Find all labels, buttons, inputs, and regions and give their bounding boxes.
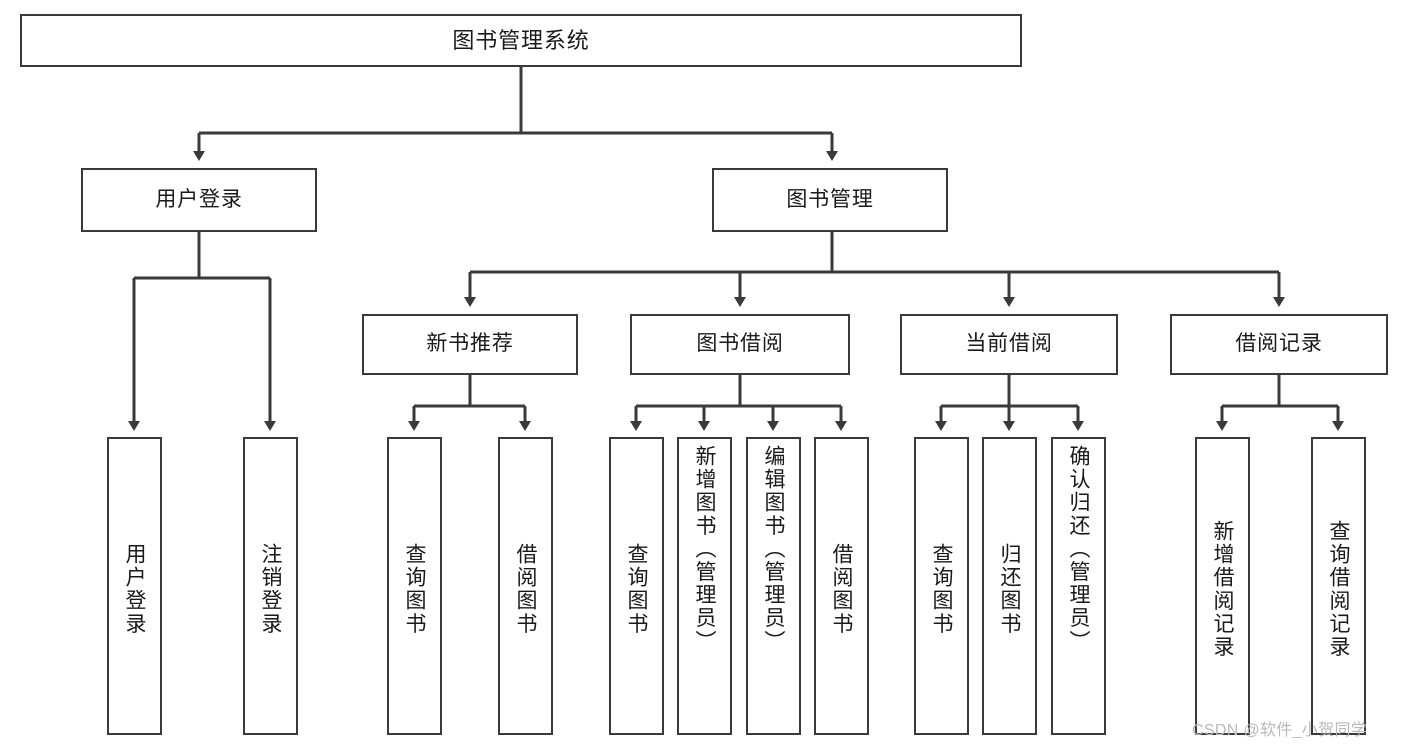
leaf-new-book-borrow-label: 借阅图书 <box>514 542 537 636</box>
leaf-book-borrow-borrow-label: 借阅图书 <box>830 542 853 636</box>
node-current-borrow-label: 当前借阅 <box>965 332 1053 356</box>
leaf-book-borrow-add-label: 新增图书（管理员） <box>693 445 716 653</box>
leaf-book-borrow-query-label: 查询图书 <box>625 542 648 636</box>
leaf-borrow-record-add[interactable]: 新增借阅记录 <box>1195 437 1250 735</box>
leaf-book-borrow-add[interactable]: 新增图书（管理员） <box>677 437 732 735</box>
leaf-user-login-logout-label: 注销登录 <box>259 542 282 636</box>
leaf-borrow-record-query[interactable]: 查询借阅记录 <box>1311 437 1366 735</box>
node-root-label: 图书管理系统 <box>452 27 590 53</box>
leaf-current-borrow-confirm-label: 确认归还（管理员） <box>1067 445 1090 653</box>
leaf-new-book-query[interactable]: 查询图书 <box>387 437 442 735</box>
leaf-borrow-record-query-label: 查询借阅记录 <box>1327 519 1350 659</box>
leaf-new-book-query-label: 查询图书 <box>403 542 426 636</box>
node-user-login-label: 用户登录 <box>155 187 243 211</box>
node-root[interactable]: 图书管理系统 <box>20 14 1022 67</box>
leaf-book-borrow-edit-label: 编辑图书（管理员） <box>762 445 785 653</box>
leaf-user-login-login[interactable]: 用户登录 <box>107 437 162 735</box>
node-current-borrow[interactable]: 当前借阅 <box>900 314 1118 375</box>
node-book-management-label: 图书管理 <box>786 187 874 211</box>
leaf-user-login-login-label: 用户登录 <box>123 542 146 636</box>
node-book-borrow-label: 图书借阅 <box>696 332 784 356</box>
node-new-book-recommend[interactable]: 新书推荐 <box>362 314 578 375</box>
leaf-borrow-record-add-label: 新增借阅记录 <box>1211 519 1234 659</box>
leaf-current-borrow-query-label: 查询图书 <box>930 542 953 636</box>
leaf-current-borrow-query[interactable]: 查询图书 <box>914 437 969 735</box>
node-borrow-record-label: 借阅记录 <box>1235 332 1323 356</box>
leaf-current-borrow-confirm[interactable]: 确认归还（管理员） <box>1051 437 1106 735</box>
node-borrow-record[interactable]: 借阅记录 <box>1170 314 1388 375</box>
node-new-book-recommend-label: 新书推荐 <box>426 332 514 356</box>
leaf-book-borrow-edit[interactable]: 编辑图书（管理员） <box>746 437 801 735</box>
leaf-user-login-logout[interactable]: 注销登录 <box>243 437 298 735</box>
leaf-book-borrow-borrow[interactable]: 借阅图书 <box>814 437 869 735</box>
node-user-login[interactable]: 用户登录 <box>81 168 317 232</box>
node-book-management[interactable]: 图书管理 <box>712 168 948 232</box>
leaf-current-borrow-return[interactable]: 归还图书 <box>982 437 1037 735</box>
leaf-current-borrow-return-label: 归还图书 <box>998 542 1021 636</box>
node-book-borrow[interactable]: 图书借阅 <box>630 314 850 375</box>
leaf-book-borrow-query[interactable]: 查询图书 <box>609 437 664 735</box>
leaf-new-book-borrow[interactable]: 借阅图书 <box>498 437 553 735</box>
